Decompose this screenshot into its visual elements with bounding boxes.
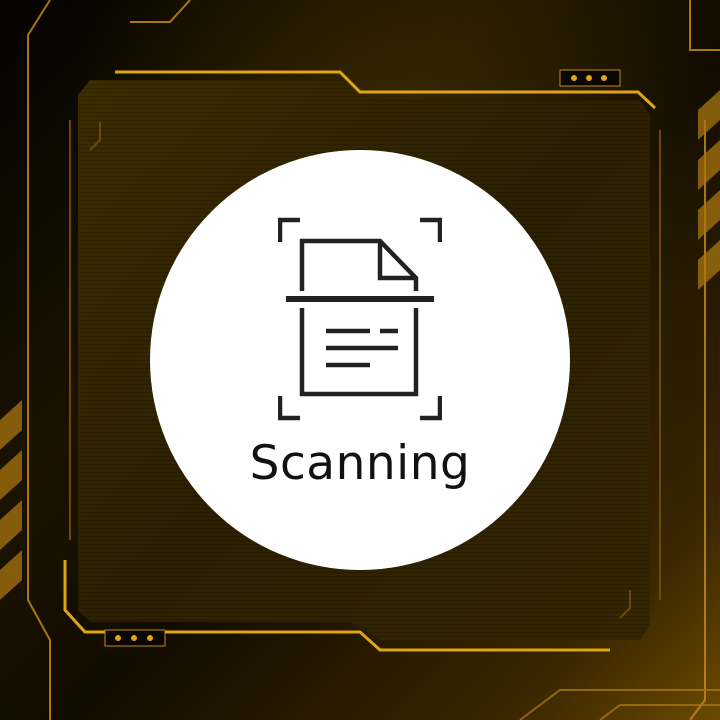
scanning-badge: Scanning [150,150,570,570]
corner-stripes [0,90,720,600]
outer-frame-lines [27,0,720,720]
status-dots [104,69,621,647]
document-scan-icon [278,217,442,421]
panel-border [63,70,657,652]
status-label: Scanning [249,436,471,491]
